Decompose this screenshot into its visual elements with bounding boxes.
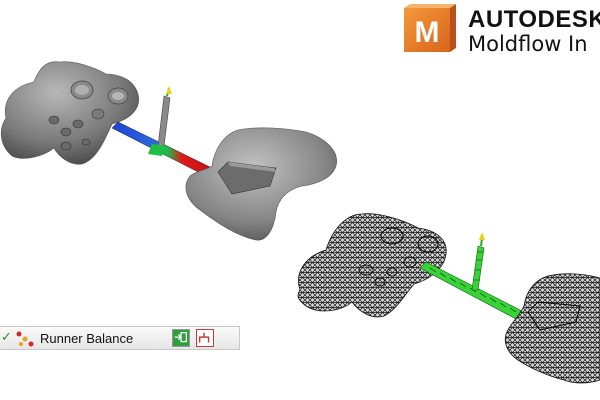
controller-bottom-right bbox=[504, 273, 600, 384]
runner-balance-toolbar: ✓ Runner Balance bbox=[0, 326, 240, 350]
runner-tree-icon bbox=[198, 332, 210, 343]
runner-balance-icon[interactable] bbox=[15, 330, 35, 348]
runner-top bbox=[111, 86, 213, 177]
brand-subtitle: Moldflow In bbox=[468, 32, 588, 56]
export-button[interactable] bbox=[172, 329, 190, 347]
check-icon[interactable]: ✓ bbox=[1, 330, 12, 345]
brand-header: M AUTODESK Moldflow In bbox=[398, 4, 600, 56]
export-icon bbox=[174, 332, 187, 343]
brand-title: AUTODESK bbox=[468, 6, 600, 33]
moldflow-logo-icon: M bbox=[404, 4, 456, 52]
controller-top-left bbox=[0, 61, 139, 165]
controller-bottom-left bbox=[297, 213, 447, 318]
runner-bottom bbox=[419, 232, 525, 321]
runner-tree-button[interactable] bbox=[196, 329, 214, 347]
runner-balance-label[interactable]: Runner Balance bbox=[40, 331, 134, 346]
controller-top-right bbox=[185, 127, 337, 241]
logo-letter: M bbox=[415, 16, 440, 49]
